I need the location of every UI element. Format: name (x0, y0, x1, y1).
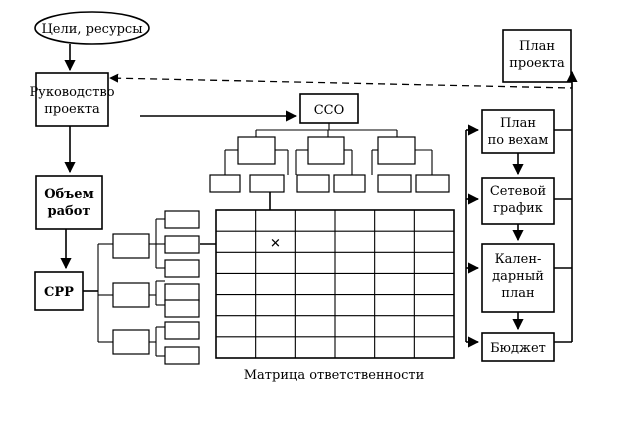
milestone-label-1: План (500, 116, 536, 131)
network-schedule-node: Сетевой график (481, 177, 555, 225)
milestone-plan-node: План по вехам (481, 109, 555, 154)
project-plan-node: План проекта (502, 29, 572, 83)
wbs-level2-box-2 (112, 282, 150, 308)
wbs-level2-box-3 (112, 329, 150, 355)
wbs-level2-box-1 (112, 233, 150, 259)
calendar-label-3: план (501, 286, 534, 301)
scope-label-2: работ (48, 204, 91, 219)
goals-resources-label: Цели, ресурсы (41, 22, 142, 37)
budget-node: Бюджет (481, 332, 555, 362)
calendar-label-2: дарный (492, 269, 544, 284)
goals-resources-node: Цели, ресурсы (34, 11, 150, 45)
obs-label: ССО (314, 103, 345, 118)
obs-node: ССО (299, 93, 359, 124)
network-label-2: график (493, 201, 543, 216)
network-label-1: Сетевой (490, 184, 546, 199)
project-management-label-1: Руководство (29, 85, 114, 100)
wbs-label: СРР (44, 285, 74, 300)
calendar-label-1: Кален- (495, 252, 542, 267)
scope-of-work-node: Объем работ (35, 175, 103, 230)
responsibility-matrix: ✕ (215, 209, 455, 359)
budget-label: Бюджет (490, 341, 546, 356)
wbs-tree (97, 210, 200, 365)
project-plan-label-2: проекта (509, 56, 565, 71)
plan-bus (465, 70, 578, 348)
matrix-label: Матрица ответственности (244, 368, 424, 383)
matrix-cross-mark: ✕ (270, 237, 281, 252)
project-plan-label-1: План (519, 39, 555, 54)
project-management-label-2: проекта (44, 102, 100, 117)
scope-label-1: Объем (44, 187, 94, 202)
wbs-node: СРР (34, 271, 84, 311)
project-management-node: Руководство проекта (29, 72, 115, 127)
calendar-plan-node: Кален- дарный план (481, 243, 555, 313)
obs-tree (209, 123, 450, 193)
milestone-label-2: по вехам (488, 133, 549, 148)
